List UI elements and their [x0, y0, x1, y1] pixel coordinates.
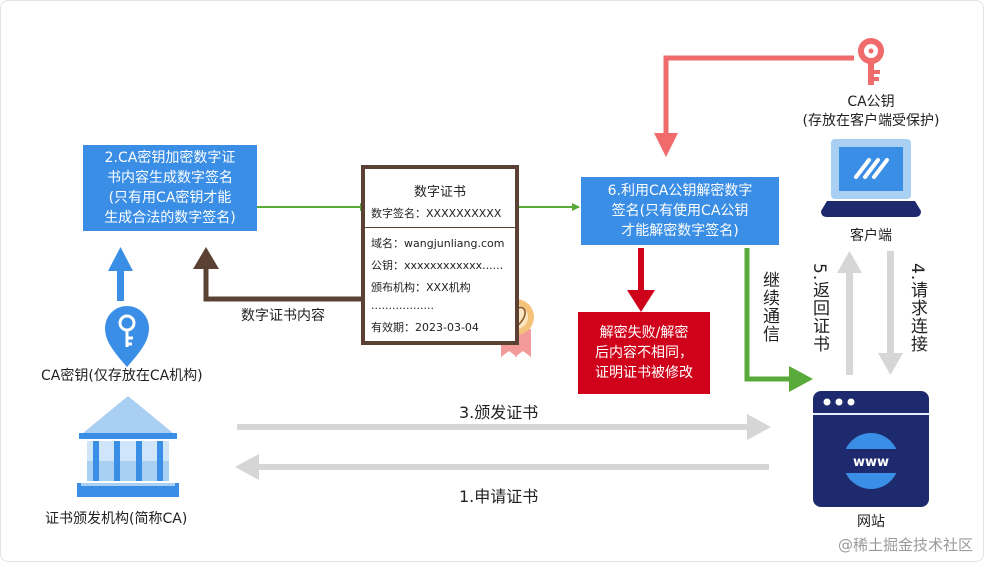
certificate-title: 数字证书: [413, 185, 466, 200]
certificate-domain: 域名：wangjunliang.com: [371, 237, 505, 250]
certificate-divider: [365, 227, 515, 228]
step6-verify-box: 6.利用CA公钥解密数字 签名(只有使用CA公钥 才能解密数字签名): [581, 177, 779, 245]
ca-public-key-label: CA公钥 (存放在客户端受保护): [802, 94, 940, 129]
bank-building-icon: [77, 396, 179, 497]
website-label: 网站: [857, 514, 885, 530]
arrow-cert-content: [193, 247, 361, 302]
arrow-continue: [744, 248, 813, 392]
client-label: 客户端: [850, 228, 892, 244]
step3-label: 3.颁发证书: [459, 403, 539, 422]
fail-text: 解密失败/解密 后内容不相同， 证明证书被修改: [595, 325, 693, 381]
watermark: @稀土掘金技术社区: [837, 536, 973, 554]
certificate-expiry: 有效期：2023-03-04: [371, 321, 479, 334]
step1-label: 1.申请证书: [459, 487, 539, 506]
www-badge-text: www: [853, 455, 889, 470]
digital-certificate: 数字证书 数字签名：XXXXXXXXXX 域名：wangjunliang.com…: [361, 165, 519, 345]
arrow-step6-to-fail: [627, 248, 655, 312]
step2-sign-box: 2.CA密钥加密数字证 书内容生成数字签名 (只有用CA密钥才能 生成合法的数字…: [83, 145, 257, 231]
certificate-public-key: 公钥：xxxxxxxxxxxx......: [371, 259, 504, 272]
browser-window-icon: [813, 391, 929, 507]
arrow-issue-cert: [237, 414, 771, 440]
ca-authority-label: 证书颁发机构(简称CA): [45, 511, 188, 527]
step5-label: 5.返回证书: [809, 263, 829, 354]
certificate-dots: ..................: [371, 299, 434, 312]
ca-private-key-label: CA密钥(仅存放在CA机构): [41, 368, 203, 384]
laptop-icon: [821, 139, 921, 217]
arrow-apply-cert: [235, 454, 769, 480]
verify-fail-box: 解密失败/解密 后内容不相同， 证明证书被修改: [578, 312, 710, 394]
step4-label: 4.请求连接: [907, 263, 927, 354]
arrow-return-cert: [837, 251, 862, 375]
step2-text: 2.CA密钥加密数字证 书内容生成数字签名 (只有用CA密钥才能 生成合法的数字…: [104, 150, 236, 226]
certificate-issuer: 颁布机构：XXX机构: [371, 281, 471, 294]
step6-text: 6.利用CA公钥解密数字 签名(只有使用CA公钥 才能解密数字签名): [607, 183, 753, 239]
key-icon: [858, 38, 884, 85]
arrow-request-connection: [878, 251, 903, 375]
certificate-signature: 数字签名：XXXXXXXXXX: [371, 207, 502, 220]
cert-content-label: 数字证书内容: [241, 308, 325, 324]
continue-label: 继续通信: [759, 271, 779, 343]
arrow-key-to-step2: [108, 247, 133, 301]
arrow-publickey-to-step6: [654, 55, 854, 157]
key-pin-icon: [105, 306, 149, 367]
